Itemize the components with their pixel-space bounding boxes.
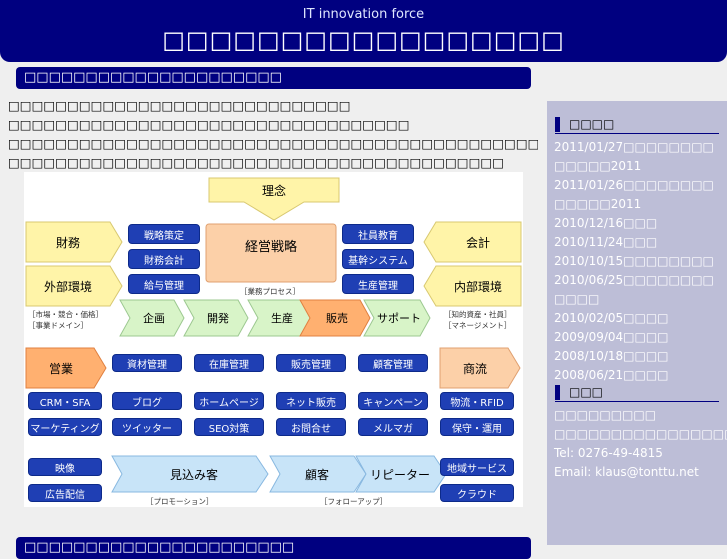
news-heading: □□□□ — [555, 115, 719, 134]
next-section-title: □□□□□□□□□□□□□□□□□□□□□□ — [16, 537, 531, 559]
news-item[interactable]: 2010/11/24□□□ — [554, 235, 658, 249]
external-note: ［事業ドメイン］ — [28, 321, 88, 330]
company-address: □□□□□□□□□□□□□□□□ — [554, 427, 727, 441]
diagram-arrows — [25, 177, 522, 493]
cloud-box: クラウド — [440, 484, 514, 502]
promotion-note: ［プロモーション］ — [146, 497, 214, 506]
process-production: 生産 — [271, 312, 293, 325]
news-item[interactable]: 2009/09/04□□□□ — [554, 330, 669, 344]
seo-box: SEO対策 — [194, 418, 264, 436]
external-note: ［市場・競合・価格］ — [28, 310, 103, 319]
company-heading: □□□ — [555, 383, 719, 402]
news-item[interactable]: 2010/06/25□□□□□□□□□□□□ — [554, 273, 714, 306]
ad-delivery-box: 広告配信 — [28, 484, 102, 502]
company-heading-text: □□□ — [569, 385, 604, 399]
twitter-box: ツイッター — [112, 418, 182, 436]
intro-line: □□□□□□□□□□□□□□□□□□□□□□□□□□□□□□□□□□□□□□□□… — [8, 136, 538, 151]
news-item[interactable]: 2010/10/15□□□□□□□□ — [554, 254, 714, 268]
financial-accounting-box: 財務会計 — [128, 249, 200, 269]
site-header: IT innovation force □□□□□□□□□□□□□□□□□ — [0, 0, 727, 62]
training-box: 社員教育 — [342, 224, 414, 244]
campaign-box: キャンペーン — [358, 392, 428, 410]
sales-mgmt-box: 販売管理 — [276, 354, 346, 372]
internal-env-label: 内部環境 — [453, 279, 502, 294]
marketing-box: マーケティング — [28, 418, 102, 436]
repeater-label: リピーター — [369, 467, 430, 482]
customer-label: 顧客 — [304, 467, 329, 482]
sidebar: □□□□ 2011/01/27□□□□□□□□□□□□□2011 2011/01… — [547, 101, 727, 545]
news-list: 2011/01/27□□□□□□□□□□□□□2011 2011/01/26□□… — [554, 138, 722, 385]
news-item[interactable]: 2008/06/21□□□□ — [554, 368, 669, 382]
internal-note: ［マネージメント］ — [444, 321, 512, 330]
net-sales-box: ネット販売 — [276, 392, 346, 410]
company-info: □□□□□□□□□ □□□□□□□□□□□□□□□□ Tel: 0276-49-… — [554, 406, 727, 482]
news-item[interactable]: 2008/10/18□□□□ — [554, 349, 669, 363]
finance-label: 財務 — [55, 235, 80, 250]
payroll-box: 給与管理 — [128, 274, 200, 294]
production-mgmt-box: 生産管理 — [342, 274, 414, 294]
site-tagline: IT innovation force — [302, 7, 425, 22]
news-item[interactable]: 2011/01/27□□□□□□□□□□□□□2011 — [554, 140, 714, 173]
intro-line: □□□□□□□□□□□□□□□□□□□□□□□□□□□□□□□□□□ — [8, 117, 410, 132]
inventory-mgmt-box: 在庫管理 — [194, 354, 264, 372]
customer-mgmt-box: 顧客管理 — [358, 354, 428, 372]
business-process-note: ［業務プロセス］ — [240, 287, 300, 296]
core-system-box: 基幹システム — [342, 249, 414, 269]
business-diagram: 理念 経営戦略 ［業務プロセス］ 財務 会計 外部環境 内部環境 ［市場・競合・… — [24, 172, 523, 507]
company-tel: Tel: 0276-49-4815 — [554, 446, 663, 460]
philosophy-label: 理念 — [261, 183, 286, 198]
homepage-box: ホームページ — [194, 392, 264, 410]
accounting-label: 会計 — [465, 235, 490, 250]
local-service-box: 地域サービス — [440, 458, 514, 476]
news-item[interactable]: 2011/01/26□□□□□□□□□□□□□2011 — [554, 178, 714, 211]
company-email[interactable]: Email: klaus@tonttu.net — [554, 465, 699, 479]
blog-box: ブログ — [112, 392, 182, 410]
commerce-label: 商流 — [462, 361, 487, 376]
process-planning: 企画 — [143, 312, 165, 325]
intro-line: □□□□□□□□□□□□□□□□□□□□□□□□□□□□□ — [8, 98, 351, 113]
process-development: 開発 — [207, 312, 229, 325]
video-box: 映像 — [28, 458, 102, 476]
company-name: □□□□□□□□□ — [554, 408, 657, 422]
materials-mgmt-box: 資材管理 — [112, 354, 182, 372]
intro-text: □□□□□□□□□□□□□□□□□□□□□□□□□□□□□ □□□□□□□□□□… — [8, 96, 538, 172]
process-support: サポート — [377, 312, 421, 325]
crm-sfa-box: CRM・SFA — [28, 392, 102, 410]
strategy-planning-box: 戦略策定 — [128, 224, 200, 244]
intro-line: □□□□□□□□□□□□□□□□□□□□□□□□□□□□□□□□□□□□□□□□… — [8, 155, 505, 170]
sales-label: 営業 — [48, 361, 73, 376]
management-strategy-label: 経営戦略 — [244, 239, 297, 255]
news-heading-text: □□□□ — [569, 117, 615, 131]
external-env-label: 外部環境 — [43, 279, 92, 294]
section-title: □□□□□□□□□□□□□□□□□□□□□ — [16, 67, 531, 89]
news-item[interactable]: 2010/02/05□□□□ — [554, 311, 669, 325]
follow-up-note: ［フォローアップ］ — [320, 497, 388, 506]
process-sales: 販売 — [326, 312, 348, 325]
site-title[interactable]: □□□□□□□□□□□□□□□□□ — [162, 26, 565, 54]
logistics-box: 物流・RFID — [440, 392, 514, 410]
internal-note: ［知的資産・社員］ — [444, 310, 512, 319]
inquiry-box: お問合せ — [276, 418, 346, 436]
news-item[interactable]: 2010/12/16□□□ — [554, 216, 658, 230]
prospect-label: 見込み客 — [169, 467, 218, 482]
mail-magazine-box: メルマガ — [358, 418, 428, 436]
maintenance-box: 保守・運用 — [440, 418, 514, 436]
